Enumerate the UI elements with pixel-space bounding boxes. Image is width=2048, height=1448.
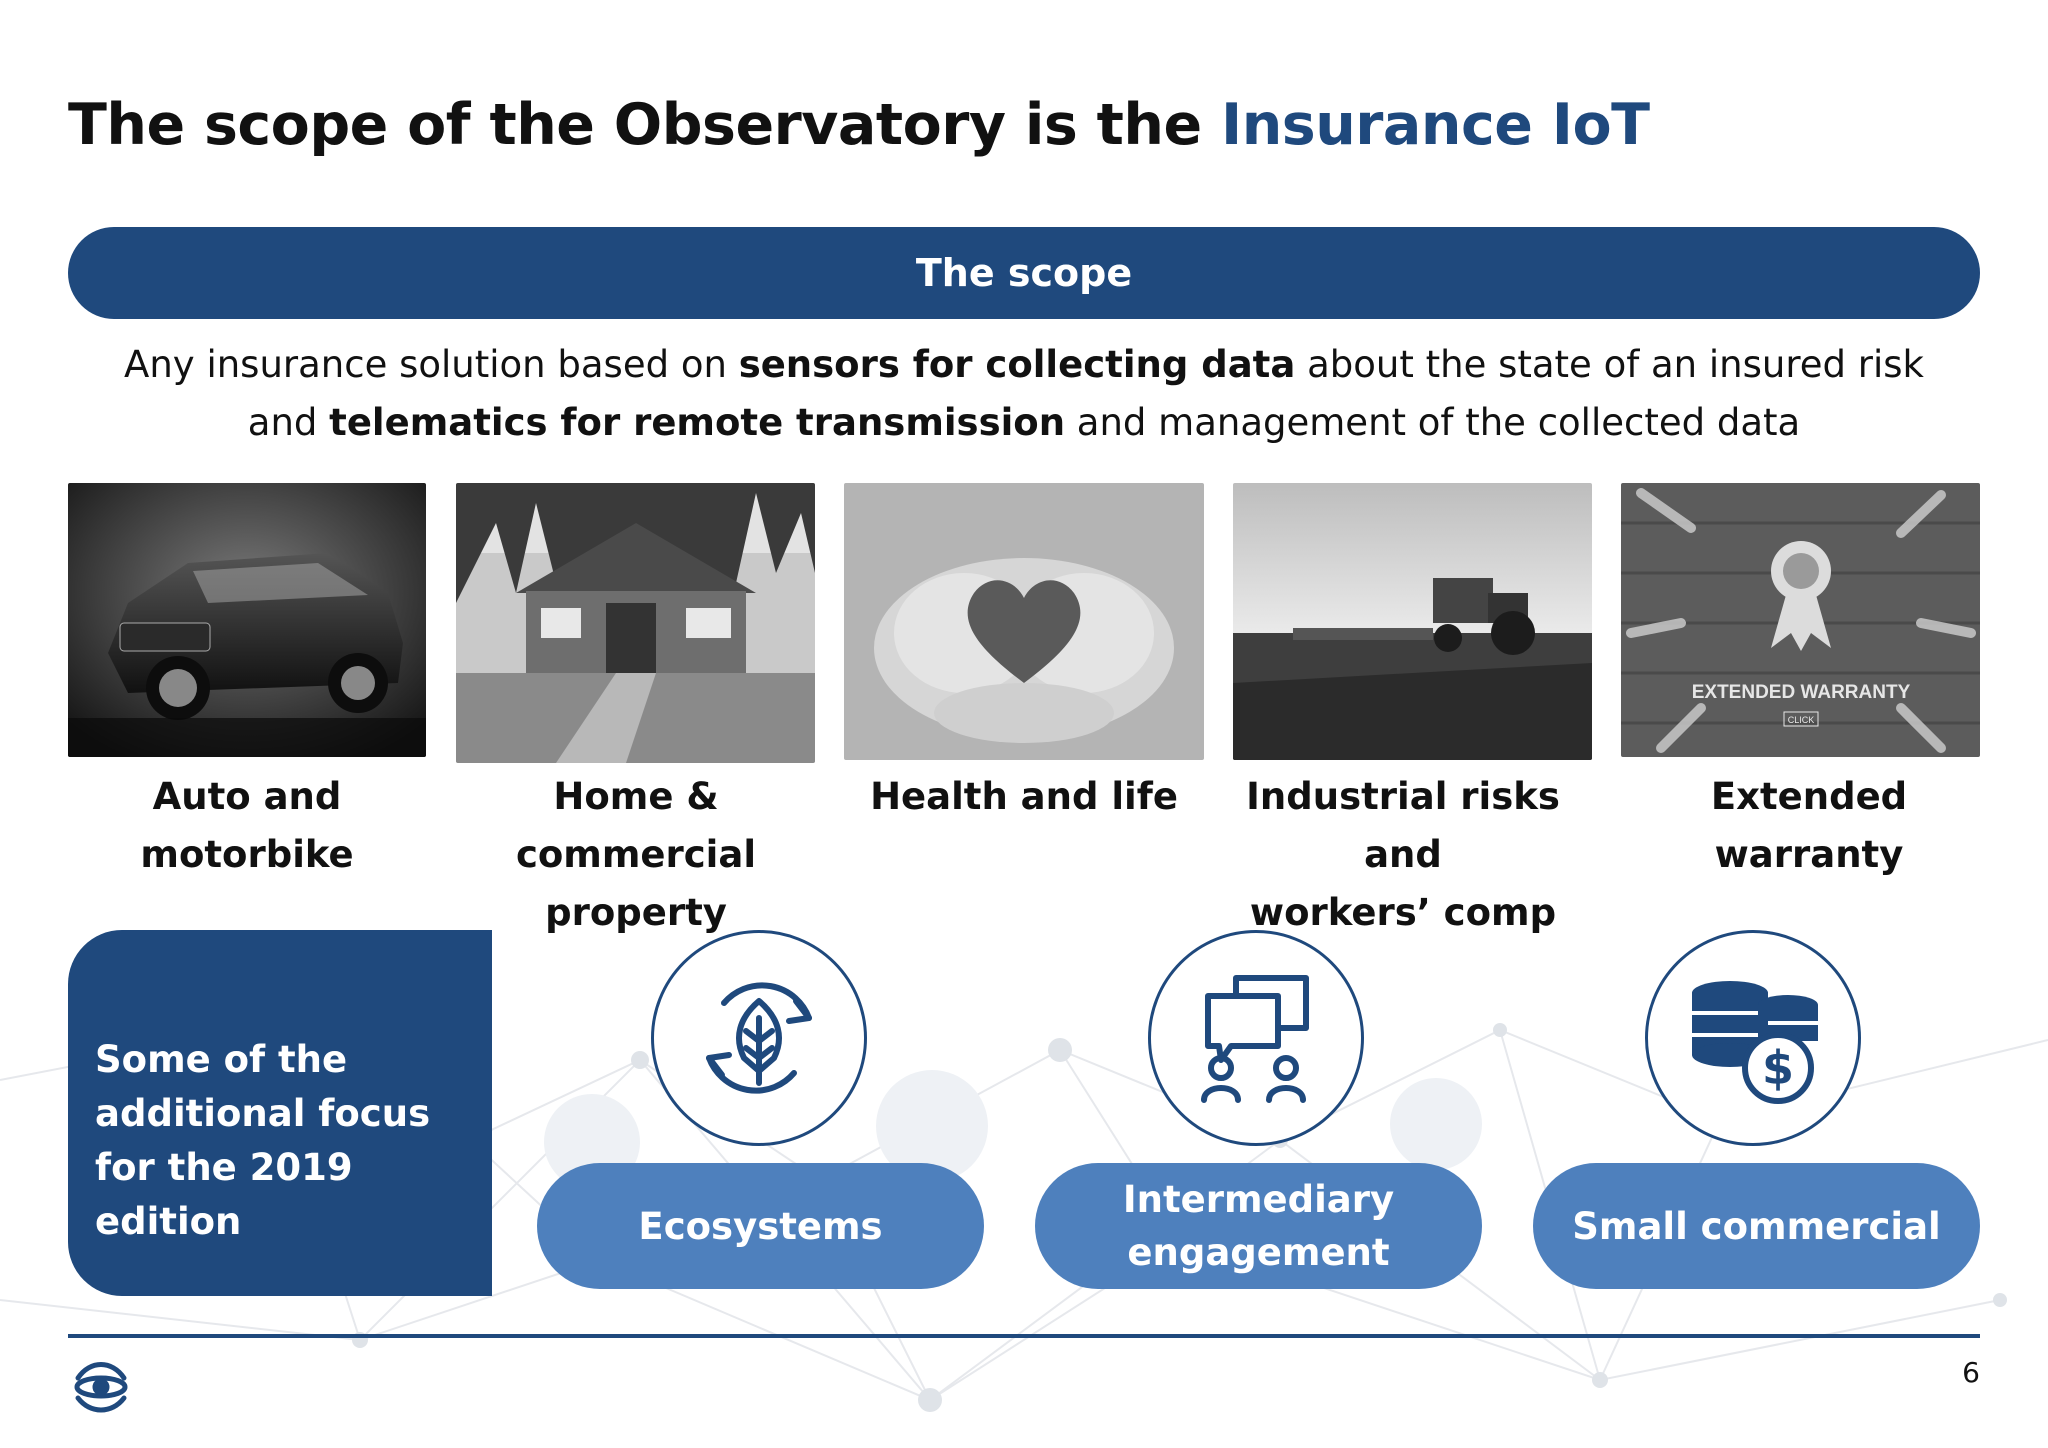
svg-text:$: $ xyxy=(1762,1041,1794,1095)
scope-line-1-text-a: Any insurance solution based on xyxy=(124,343,739,386)
category-home-line1: Home & commercial xyxy=(515,775,757,876)
warranty-photo-text: EXTENDED WARRANTY xyxy=(1692,682,1911,703)
small-commercial-pill: Small commercial xyxy=(1533,1163,1980,1289)
page-number: 6 xyxy=(1962,1356,1980,1389)
category-auto-line1: Auto and xyxy=(152,775,342,818)
scope-line-2-text-c: and management of the collected data xyxy=(1065,401,1801,444)
category-industrial-line1: Industrial risks and xyxy=(1246,775,1560,876)
focus-line-2: additional focus xyxy=(95,1092,431,1135)
ecosystems-label: Ecosystems xyxy=(638,1204,883,1248)
scope-line-1-text-c: about the state of an insured risk xyxy=(1295,343,1924,386)
category-health-line1: Health and life xyxy=(870,775,1178,818)
category-auto-line2: motorbike xyxy=(140,833,354,876)
category-caption-home: Home & commercial property xyxy=(441,768,831,942)
title-prefix: The scope of the Observatory is the xyxy=(68,92,1222,158)
heart-hands-photo xyxy=(844,483,1204,760)
category-caption-health: Health and life xyxy=(829,768,1219,826)
scope-line-2-bold: telematics for remote transmission xyxy=(329,401,1066,444)
title-accent: Insurance IoT xyxy=(1221,92,1650,158)
leaf-cycle-icon xyxy=(706,982,812,1094)
intermediary-circle xyxy=(1148,930,1364,1146)
category-warranty-line1: Extended xyxy=(1710,775,1908,818)
intermediary-engagement-label: Intermediary engagement xyxy=(1122,1178,1395,1274)
scope-banner: The scope xyxy=(68,227,1980,319)
coins-dollar-icon: $ xyxy=(1692,981,1818,1104)
small-commercial-label: Small commercial xyxy=(1572,1204,1941,1248)
category-caption-auto: Auto and motorbike xyxy=(52,768,442,884)
scope-line-2-text-a: and xyxy=(247,401,330,444)
focus-line-1: Some of the xyxy=(95,1038,348,1081)
category-warranty-line2: warranty xyxy=(1714,833,1904,876)
car-photo xyxy=(68,483,426,757)
tractor-photo xyxy=(1233,483,1592,760)
warranty-photo-button: CLICK xyxy=(1788,715,1815,725)
category-caption-industrial: Industrial risks and workers’ comp xyxy=(1208,768,1598,942)
warranty-photo: EXTENDED WARRANTY CLICK xyxy=(1621,483,1980,757)
scope-description: Any insurance solution based on sensors … xyxy=(68,336,1980,452)
small-commercial-circle: $ xyxy=(1645,930,1861,1146)
category-caption-warranty: Extended warranty xyxy=(1614,768,2004,884)
ecosystems-pill: Ecosystems xyxy=(537,1163,984,1289)
chat-people-icon xyxy=(1201,975,1309,1103)
house-photo xyxy=(456,483,815,763)
observatory-logo-icon xyxy=(74,1362,128,1413)
scope-line-2: and telematics for remote transmission a… xyxy=(68,394,1980,452)
focus-line-3: for the 2019 edition xyxy=(95,1146,353,1243)
intermediary-engagement-pill: Intermediary engagement xyxy=(1035,1163,1482,1289)
scope-line-1: Any insurance solution based on sensors … xyxy=(68,336,1980,394)
category-home-line2: property xyxy=(545,891,727,934)
focus-box: Some of the additional focus for the 201… xyxy=(68,930,492,1296)
scope-line-1-bold: sensors for collecting data xyxy=(738,343,1296,386)
category-industrial-line2: workers’ comp xyxy=(1249,891,1557,934)
scope-heading: The scope xyxy=(915,251,1133,295)
footer-divider xyxy=(68,1334,1980,1338)
page-title: The scope of the Observatory is the Insu… xyxy=(68,92,1650,158)
ecosystems-circle xyxy=(651,930,867,1146)
